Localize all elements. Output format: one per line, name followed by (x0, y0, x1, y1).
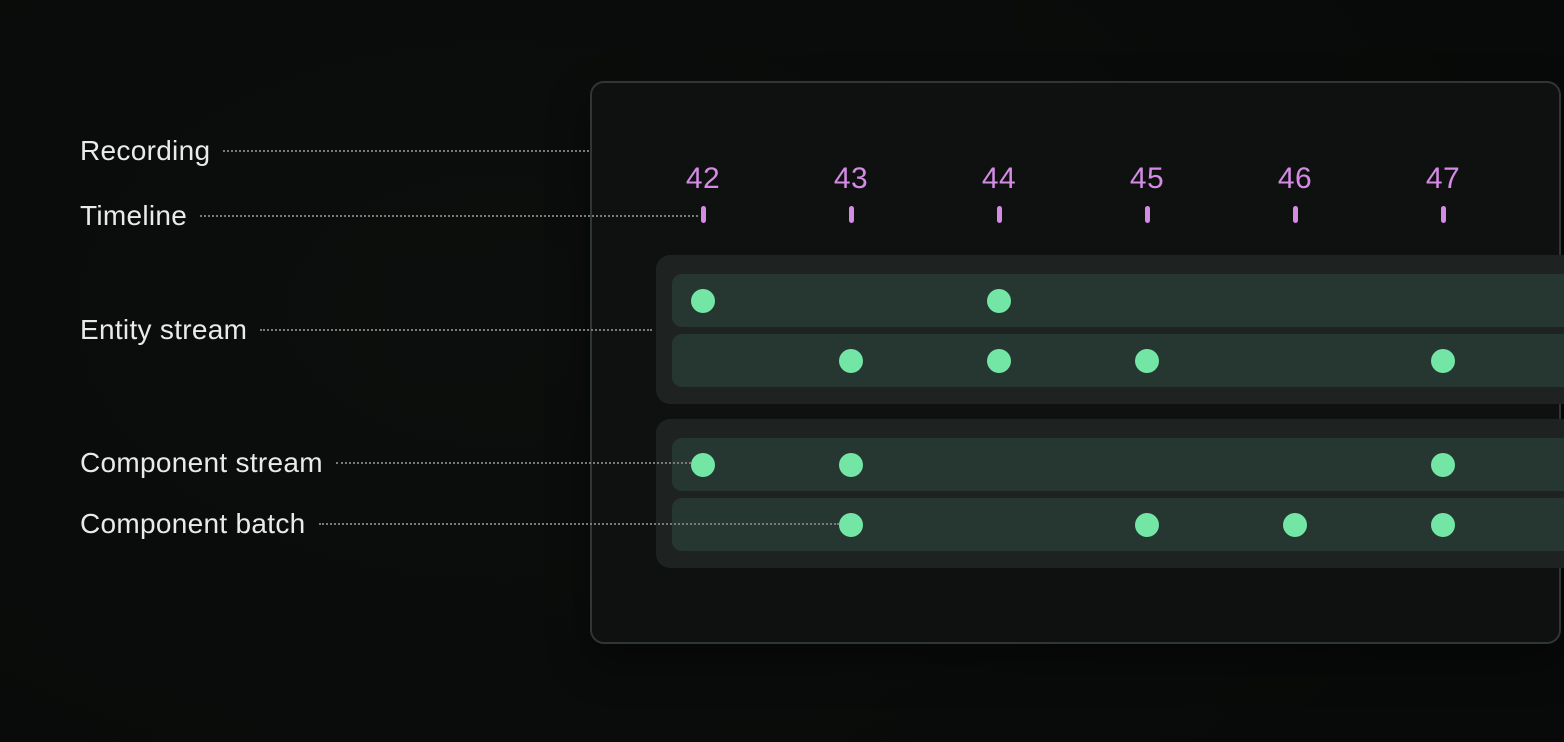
component-batch-dot (691, 452, 715, 477)
timeline-tick-label: 44 (981, 162, 1017, 195)
label-row-recording: Recording (80, 134, 589, 168)
entity-stream-label: Entity stream (80, 314, 248, 345)
component-batch-label: Component batch (80, 508, 306, 539)
component-batch-dot (839, 512, 863, 537)
timeline-tick-label: 47 (1425, 162, 1461, 195)
component-stream-row (672, 274, 1564, 327)
component-batch-dot (1283, 512, 1307, 537)
timeline-tick-mark (1440, 206, 1446, 223)
component-batch-dot (987, 288, 1011, 313)
entity-stream-leader-line (260, 329, 652, 331)
timeline-tick-mark (1144, 206, 1150, 223)
timeline-tick-label: 42 (685, 162, 721, 195)
timeline-tick-label: 43 (833, 162, 869, 195)
timeline-tick-mark (700, 206, 706, 223)
component-batch-dot (1431, 452, 1455, 477)
recording-label: Recording (80, 135, 211, 166)
component-batch-dot (987, 348, 1011, 373)
timeline-tick-label: 46 (1277, 162, 1313, 195)
component-stream-label: Component stream (80, 447, 323, 478)
timeline-tick-mark (1292, 206, 1298, 223)
label-row-timeline: Timeline (80, 199, 698, 233)
component-stream-row (672, 334, 1564, 387)
label-row-component-stream: Component stream (80, 446, 691, 480)
component-batch-dot (1135, 512, 1159, 537)
component-batch-dot (1431, 348, 1455, 373)
recording-leader-line (223, 150, 589, 152)
label-row-entity-stream: Entity stream (80, 313, 652, 347)
timeline-tick-mark (848, 206, 854, 223)
component-batch-dot (839, 452, 863, 477)
component-stream-leader-line (335, 462, 691, 464)
label-row-component-batch: Component batch (80, 507, 839, 541)
component-batch-leader-line (318, 523, 839, 525)
timeline-label: Timeline (80, 200, 188, 231)
component-batch-dot (691, 288, 715, 313)
component-stream-row (672, 438, 1564, 491)
timeline-tick-mark (996, 206, 1002, 223)
component-batch-dot (839, 348, 863, 373)
timeline-tick-label: 45 (1129, 162, 1165, 195)
component-batch-dot (1135, 348, 1159, 373)
component-batch-dot (1431, 512, 1455, 537)
timeline-leader-line (200, 215, 698, 217)
